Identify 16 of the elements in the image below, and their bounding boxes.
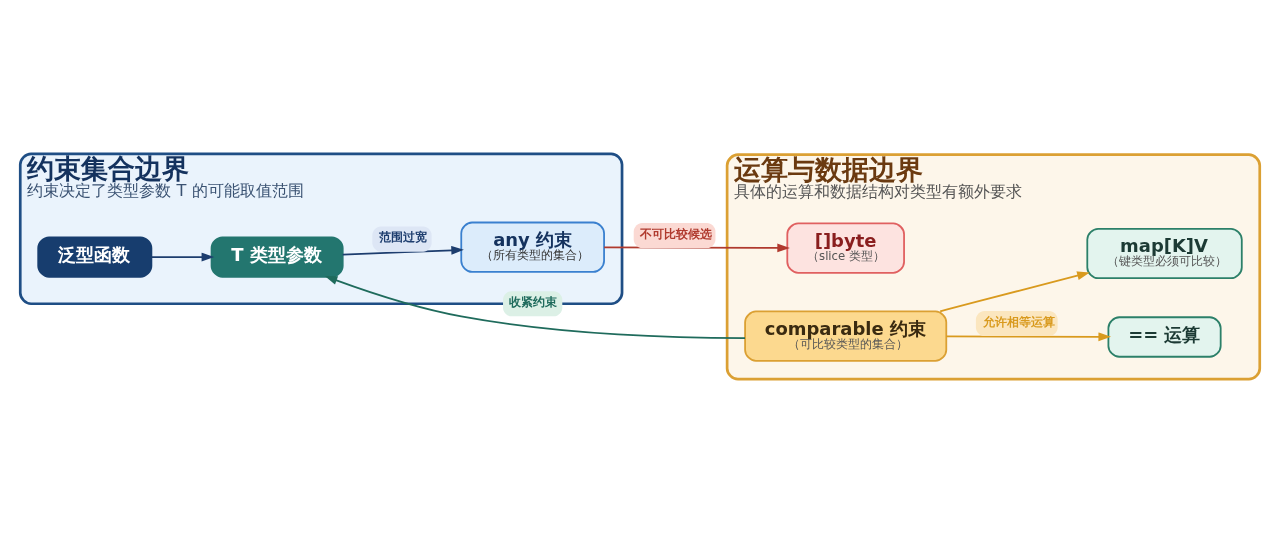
edge-label: 允许相等运算 (982, 314, 1055, 329)
node-box: 泛型函数 (37, 236, 153, 278)
arrow (341, 245, 464, 256)
edge-label: 收紧约束 (509, 294, 558, 309)
arrow (150, 252, 215, 262)
edge-label: 不可比较候选 (640, 226, 713, 241)
node-box: comparable 约束 （可比较类型的集合） (744, 310, 948, 362)
node-box: []byte （slice 类型） (786, 222, 905, 274)
node-box: any 约束 （所有类型的集合） (460, 221, 605, 273)
arrow (324, 275, 746, 339)
arrow (945, 332, 1112, 342)
node-box: T 类型参数 (210, 236, 344, 278)
node-box: map[K]V （键类型必须可比较） (1086, 227, 1243, 280)
node-box: == 运算 (1107, 316, 1222, 358)
arrow (939, 271, 1090, 313)
edge-label: 范围过宽 (378, 230, 427, 245)
